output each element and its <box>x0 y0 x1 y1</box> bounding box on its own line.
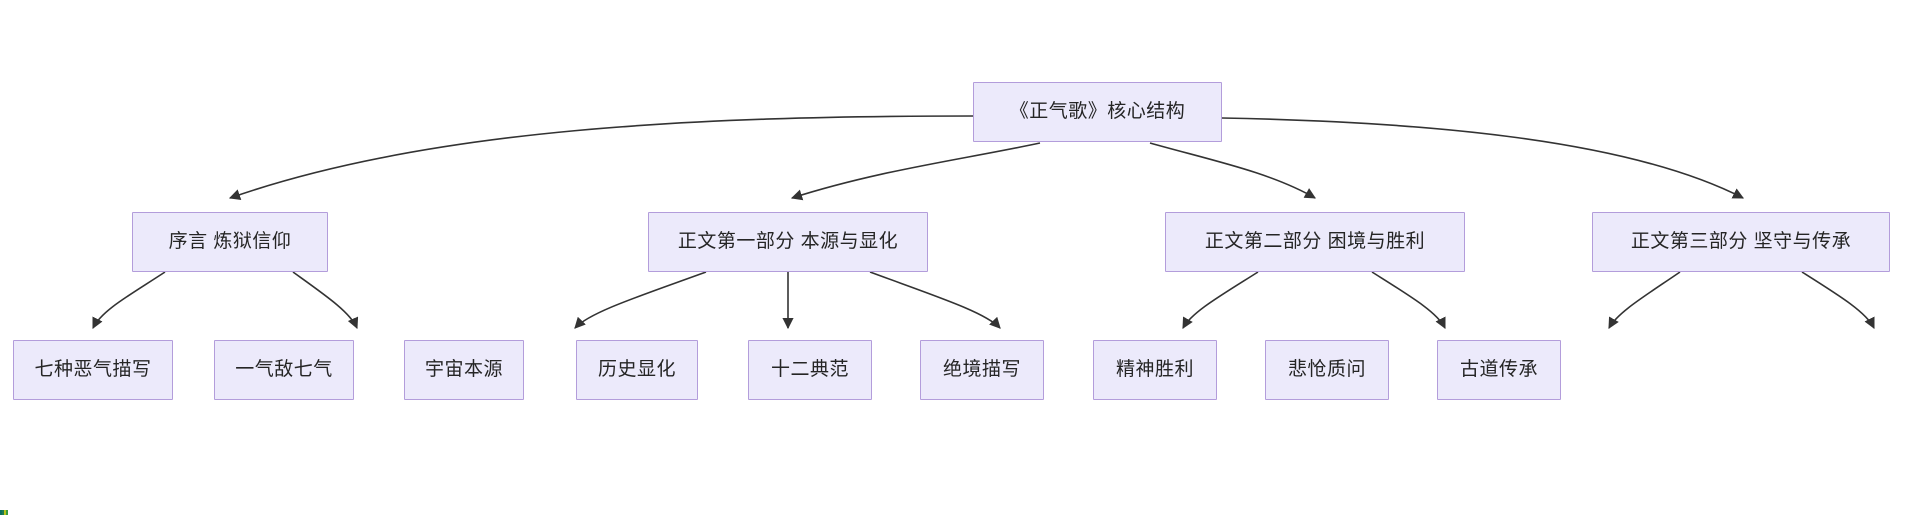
node-root[interactable]: 《正气歌》核心结构 <box>973 82 1222 142</box>
node-preface[interactable]: 序言 炼狱信仰 <box>132 212 328 272</box>
node-sorrowful-questioning-label: 悲怆质问 <box>1287 358 1366 380</box>
edge-p2-to-c20 <box>1182 271 1259 329</box>
node-desperation-depiction-label: 绝境描写 <box>942 358 1021 380</box>
node-spiritual-victory-label: 精神胜利 <box>1115 358 1194 380</box>
edge-root-to-p2 <box>1149 142 1316 199</box>
node-part-two-label: 正文第二部分 困境与胜利 <box>1204 230 1426 252</box>
node-spiritual-victory[interactable]: 精神胜利 <box>1093 340 1217 400</box>
edge-p1-to-c10 <box>574 271 707 329</box>
edge-p0-to-c00 <box>92 271 166 330</box>
node-part-three[interactable]: 正文第三部分 坚守与传承 <box>1592 212 1890 272</box>
edge-p1-to-c12 <box>869 271 1001 329</box>
node-ancient-way-inheritance[interactable]: 古道传承 <box>1437 340 1561 400</box>
node-preface-label: 序言 炼狱信仰 <box>168 230 292 252</box>
node-part-one[interactable]: 正文第一部分 本源与显化 <box>648 212 928 272</box>
node-twelve-exemplars[interactable]: 十二典范 <box>748 340 872 400</box>
edge-p3-to-c30 <box>1608 271 1681 329</box>
node-seven-evil-qi[interactable]: 七种恶气描写 <box>13 340 173 400</box>
node-part-two[interactable]: 正文第二部分 困境与胜利 <box>1165 212 1465 272</box>
node-historic-manifestation-label: 历史显化 <box>597 358 676 380</box>
edge-root-to-p3 <box>1221 117 1744 199</box>
node-historic-manifestation[interactable]: 历史显化 <box>576 340 698 400</box>
node-part-one-label: 正文第一部分 本源与显化 <box>677 230 899 252</box>
node-cosmic-origin-label: 宇宙本源 <box>424 358 503 380</box>
edge-p3-to-c31 <box>1801 271 1875 330</box>
node-root-label: 《正气歌》核心结构 <box>1009 100 1186 122</box>
node-sorrowful-questioning[interactable]: 悲怆质问 <box>1265 340 1389 400</box>
node-desperation-depiction[interactable]: 绝境描写 <box>920 340 1044 400</box>
node-cosmic-origin[interactable]: 宇宙本源 <box>404 340 524 400</box>
edge-root-to-p0 <box>228 115 976 200</box>
node-seven-evil-qi-label: 七种恶气描写 <box>34 358 152 380</box>
edge-p0-to-c01 <box>292 271 359 330</box>
edge-root-to-p1 <box>790 142 1041 201</box>
node-twelve-exemplars-label: 十二典范 <box>770 358 849 380</box>
node-one-qi-vs-seven[interactable]: 一气敌七气 <box>214 340 354 400</box>
node-ancient-way-inheritance-label: 古道传承 <box>1459 358 1538 380</box>
renderer-watermark <box>0 510 8 515</box>
node-one-qi-vs-seven-label: 一气敌七气 <box>235 358 333 380</box>
node-part-three-label: 正文第三部分 坚守与传承 <box>1630 230 1852 252</box>
edge-p2-to-c21 <box>1371 271 1446 330</box>
